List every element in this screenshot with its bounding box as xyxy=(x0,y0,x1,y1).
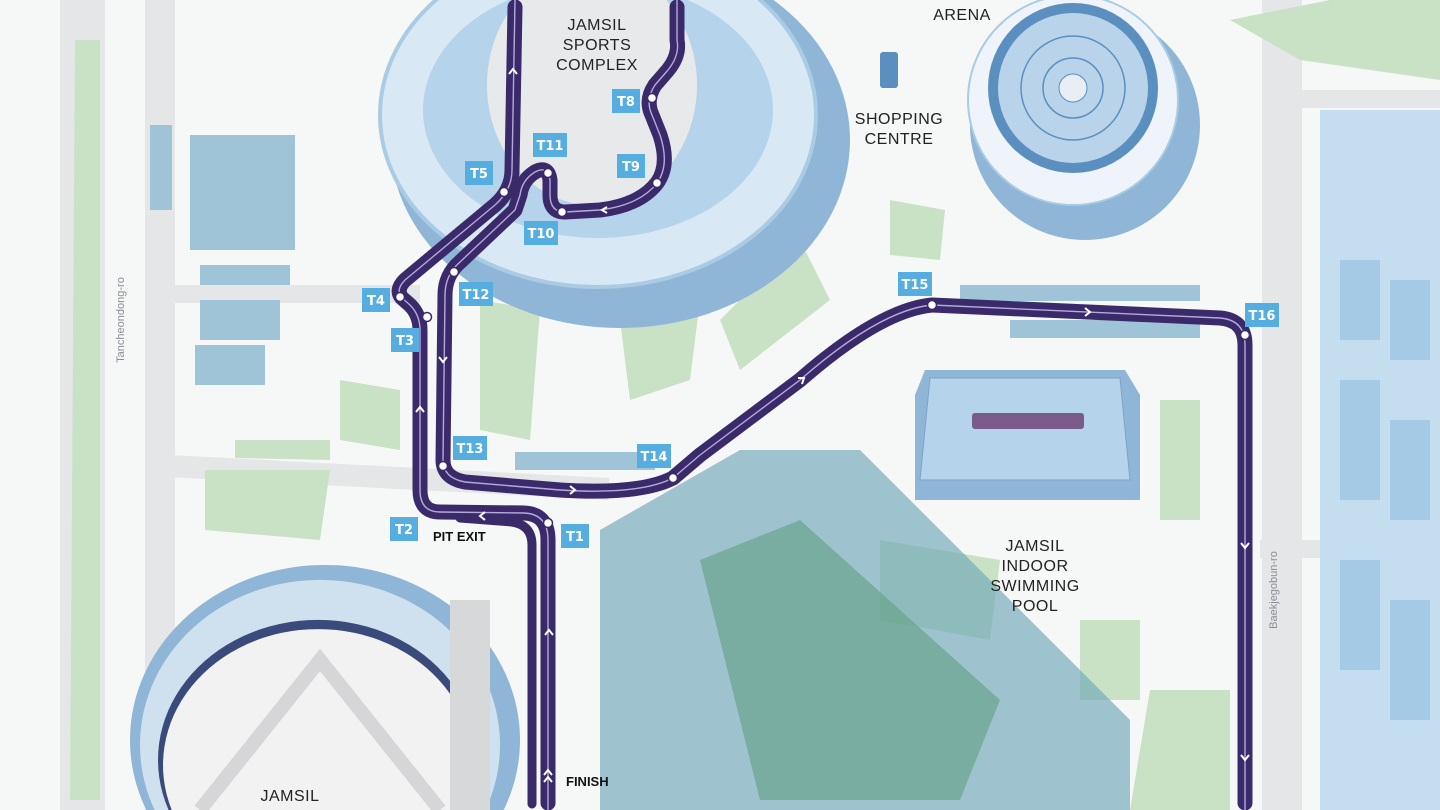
turn-label-t4: T4 xyxy=(362,288,390,312)
svg-text:T15: T15 xyxy=(902,278,929,293)
label-sports-complex-1: JAMSIL xyxy=(567,17,626,34)
label-pit-exit: PIT EXIT xyxy=(433,529,486,544)
turn-label-t16: T16 xyxy=(1245,303,1279,327)
svg-text:T12: T12 xyxy=(463,288,490,303)
svg-text:T10: T10 xyxy=(528,227,555,242)
arrow-icon xyxy=(544,628,554,636)
arrow-icon xyxy=(438,356,448,364)
label-road-east: Baekjegobun-ro xyxy=(1268,551,1280,629)
label-pool-3: SWIMMING xyxy=(990,578,1079,595)
svg-text:T5: T5 xyxy=(470,167,488,182)
turn-label-t1: T1 xyxy=(561,524,589,548)
baseball-stadium xyxy=(130,564,521,810)
arrow-icon xyxy=(1240,754,1250,762)
park-shadow xyxy=(700,520,1000,800)
svg-text:T13: T13 xyxy=(457,442,484,457)
turn-label-t5: T5 xyxy=(465,161,493,185)
turn-label-t2: T2 xyxy=(390,517,418,541)
place-labels: JAMSIL SPORTS COMPLEX ARENA SHOPPING CEN… xyxy=(115,7,1280,805)
label-sports-complex-3: COMPLEX xyxy=(556,57,638,74)
swimming-pool-building xyxy=(915,370,1140,500)
turn-label-t15: T15 xyxy=(898,272,932,296)
label-pool-4: POOL xyxy=(1012,598,1058,615)
turn-label-t9: T9 xyxy=(617,154,645,178)
turn-label-t11: T11 xyxy=(533,133,567,157)
label-road-west: Tancheondong-ro xyxy=(115,277,127,363)
svg-text:T8: T8 xyxy=(617,95,635,110)
arrow-icon xyxy=(1240,542,1250,550)
turn-label-t12: T12 xyxy=(459,282,493,306)
arrow-icon xyxy=(415,405,425,413)
pit-lane xyxy=(455,513,537,809)
buildings xyxy=(150,52,1440,810)
svg-text:T1: T1 xyxy=(566,530,584,545)
label-pool-2: INDOOR xyxy=(1002,558,1069,575)
turn-label-t10: T10 xyxy=(524,221,558,245)
svg-text:T9: T9 xyxy=(622,160,640,175)
label-sports-complex-2: SPORTS xyxy=(563,37,632,54)
label-pool-1: JAMSIL xyxy=(1005,538,1064,555)
turn-labels: T1 T2 T3 T4 T5 T8 T9 T10 T11 T12 T13 T14… xyxy=(362,89,1279,548)
turn-label-t14: T14 xyxy=(637,444,671,468)
svg-text:T4: T4 xyxy=(367,294,385,309)
svg-text:T3: T3 xyxy=(396,334,414,349)
label-baseball: JAMSIL xyxy=(260,788,319,805)
svg-text:T2: T2 xyxy=(395,523,413,538)
turn-label-t13: T13 xyxy=(453,436,487,460)
direction-arrows xyxy=(415,67,1250,783)
arrow-icon xyxy=(478,511,486,521)
arena-building xyxy=(967,0,1200,240)
race-track xyxy=(391,0,1253,810)
label-shopping-1: SHOPPING xyxy=(855,111,943,128)
svg-text:T14: T14 xyxy=(641,450,668,465)
svg-text:T11: T11 xyxy=(537,139,564,154)
label-arena: ARENA xyxy=(933,7,991,24)
corner-dots xyxy=(394,92,1251,529)
arrow-icon xyxy=(543,768,553,783)
label-finish: FINISH xyxy=(566,774,609,789)
turn-label-t3: T3 xyxy=(391,328,419,352)
arrow-icon xyxy=(798,377,806,385)
arrow-icon xyxy=(569,485,577,495)
label-shopping-2: CENTRE xyxy=(865,131,934,148)
svg-text:T16: T16 xyxy=(1249,309,1276,324)
turn-label-t8: T8 xyxy=(612,89,640,113)
arrow-icon xyxy=(600,206,608,214)
arrow-icon xyxy=(508,67,518,75)
arrow-icon xyxy=(1084,307,1092,317)
